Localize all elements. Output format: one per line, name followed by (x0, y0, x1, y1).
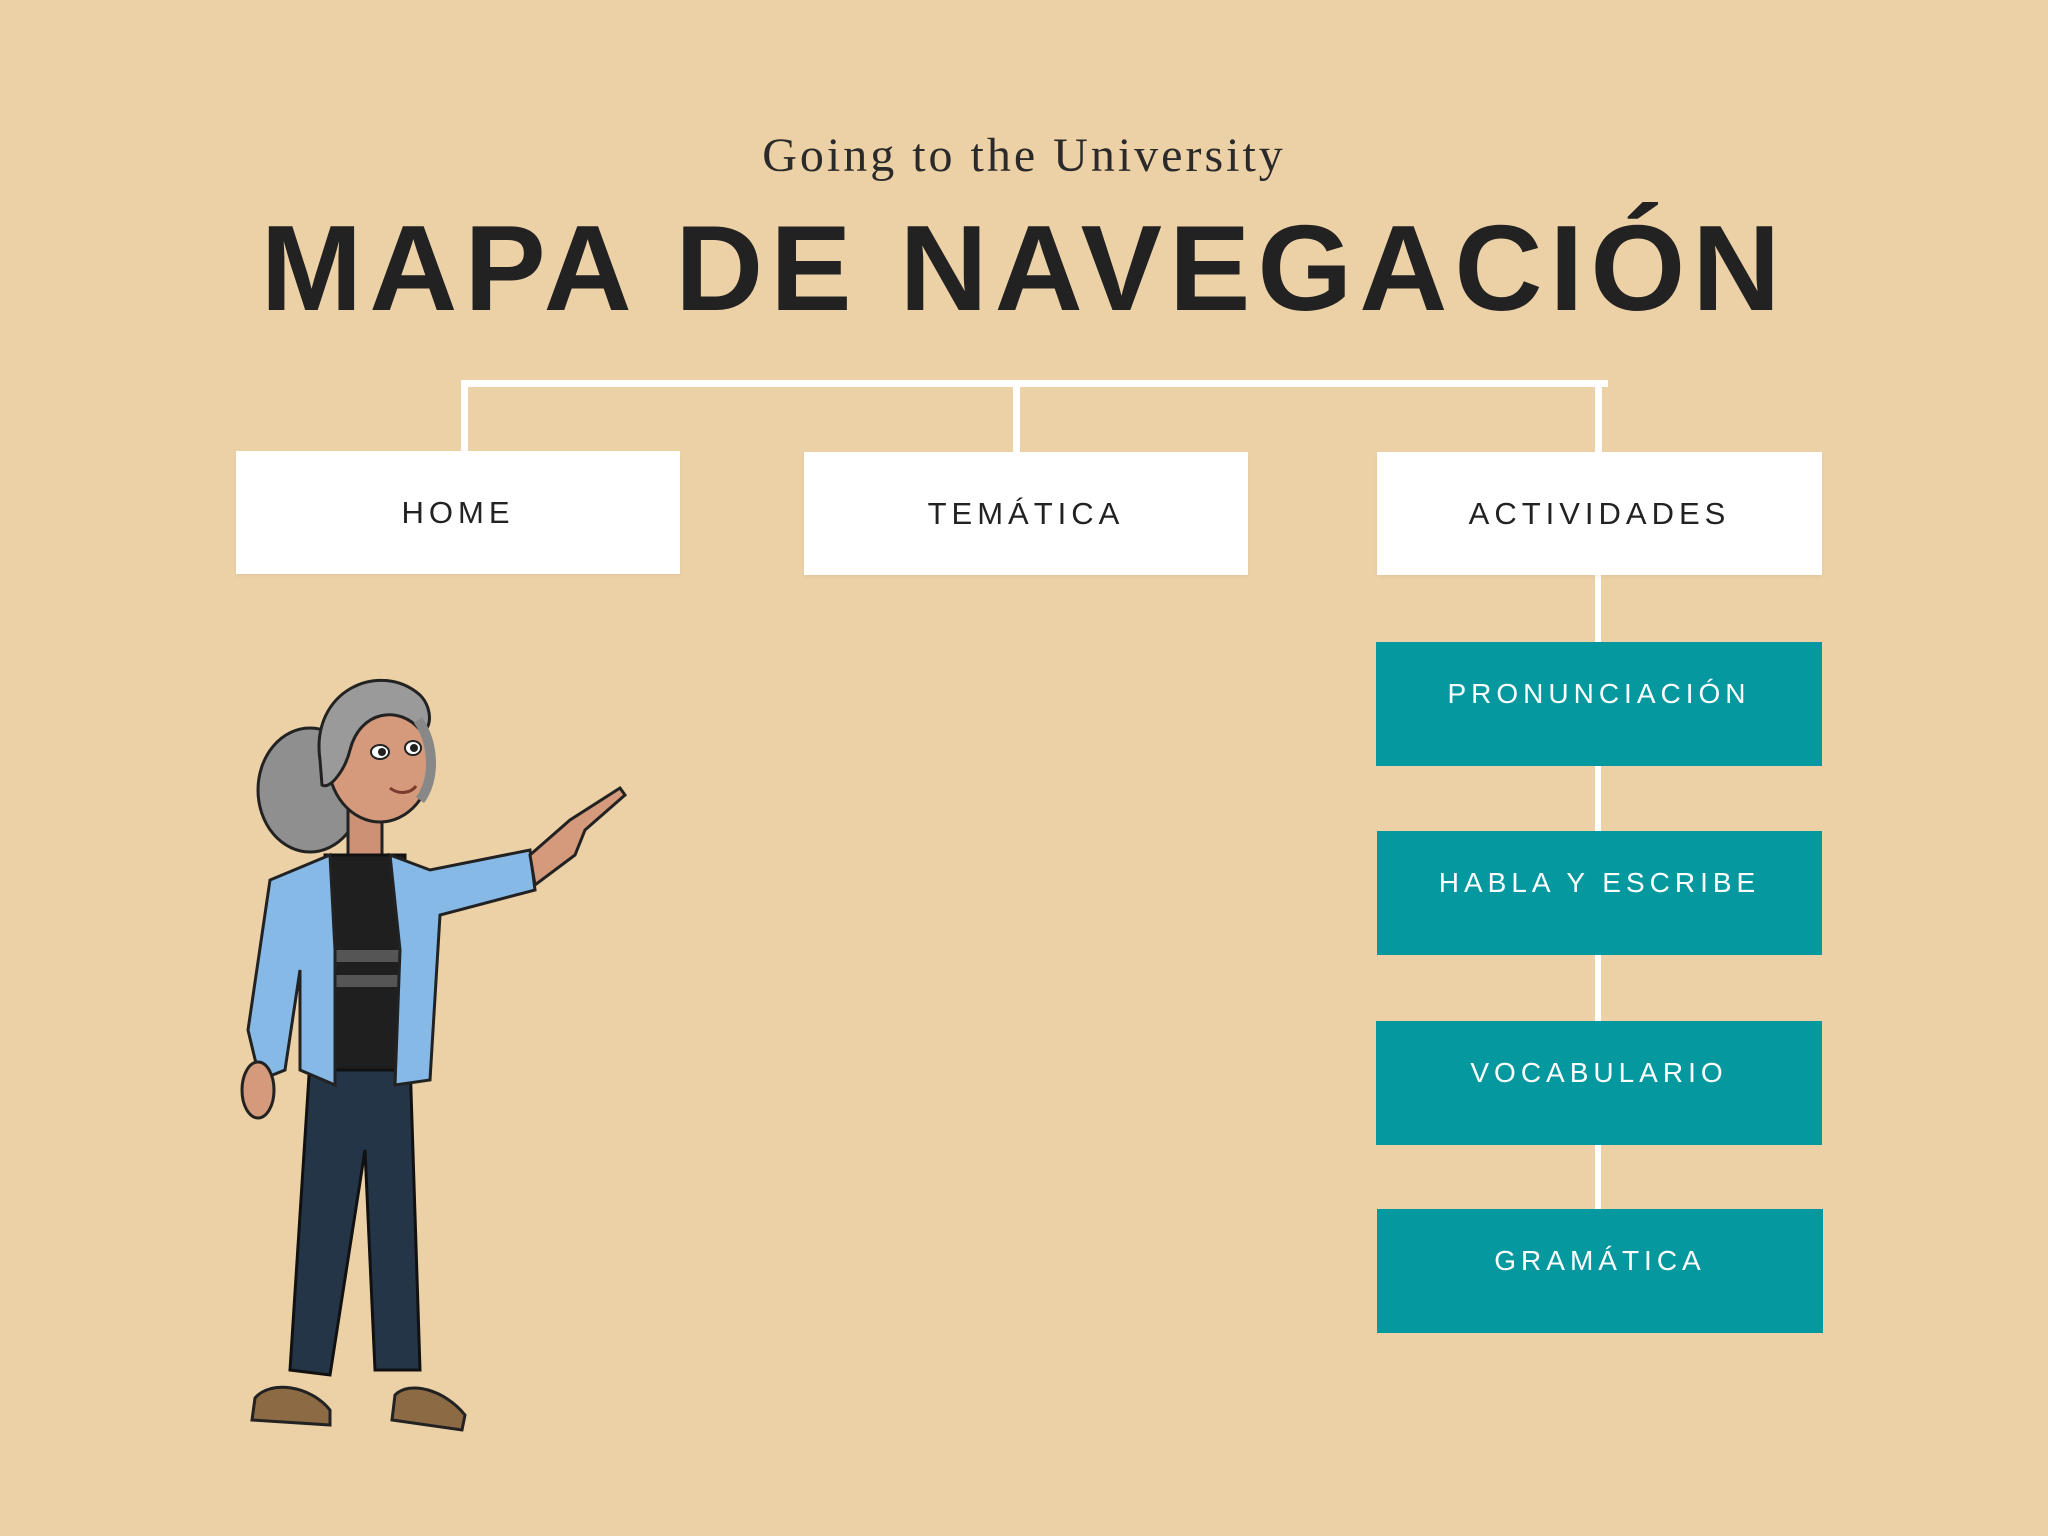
page-title: MAPA DE NAVEGACIÓN (260, 200, 1788, 336)
connector-home (461, 380, 468, 452)
nav-node-tematica-label: TEMÁTICA (927, 495, 1125, 531)
nav-node-actividades[interactable]: ACTIVIDADES (1377, 452, 1822, 575)
nav-node-pronunciacion-label: PRONUNCIACIÓN (1447, 678, 1751, 709)
nav-node-habla-y-escribe-label: HABLA Y ESCRIBE (1438, 867, 1761, 898)
connector-actividades (1595, 380, 1602, 452)
nav-node-tematica[interactable]: TEMÁTICA (804, 452, 1248, 575)
nav-node-home[interactable]: HOME (236, 451, 680, 574)
pointing-woman-icon (240, 678, 628, 1432)
nav-node-habla-y-escribe[interactable]: HABLA Y ESCRIBE (1377, 831, 1822, 955)
nav-node-vocabulario-label: VOCABULARIO (1470, 1057, 1728, 1088)
connector-tematica (1013, 380, 1020, 452)
nav-node-home-label: HOME (401, 494, 515, 530)
nav-node-vocabulario[interactable]: VOCABULARIO (1376, 1021, 1822, 1145)
nav-node-gramatica[interactable]: GRAMÁTICA (1377, 1209, 1823, 1333)
nav-node-pronunciacion[interactable]: PRONUNCIACIÓN (1376, 642, 1822, 766)
subtitle: Going to the University (762, 129, 1286, 182)
nav-node-actividades-label: ACTIVIDADES (1468, 495, 1731, 531)
nav-node-gramatica-label: GRAMÁTICA (1494, 1245, 1706, 1276)
connector-horizontal (461, 380, 1608, 387)
